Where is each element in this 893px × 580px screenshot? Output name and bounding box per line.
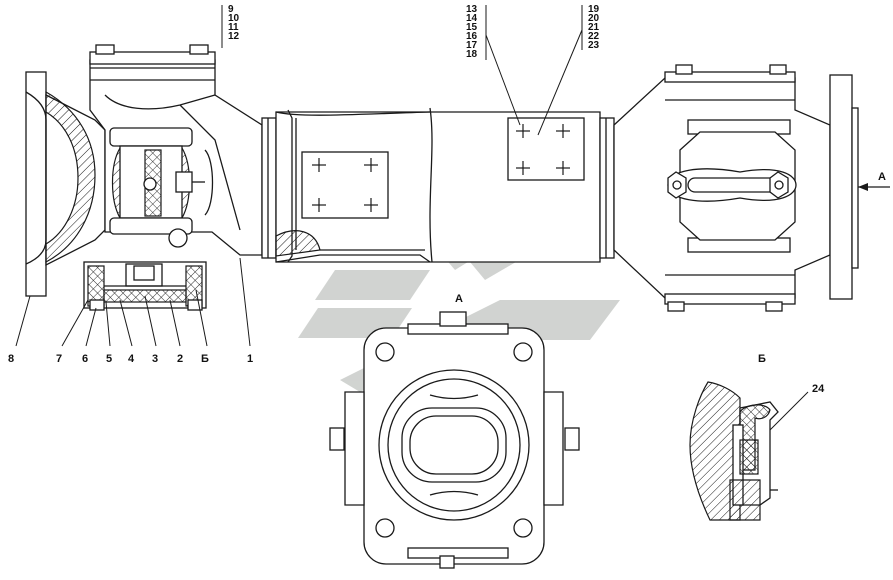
callout-18: 18 <box>466 49 478 60</box>
callout-4: 4 <box>128 353 135 365</box>
callout-16: 16 <box>466 31 478 42</box>
callout-13: 13 <box>466 4 478 15</box>
left-flange <box>25 71 106 297</box>
left-bearing-cap <box>83 261 207 311</box>
callout-9: 9 <box>228 4 234 15</box>
callout-23: 23 <box>588 40 600 51</box>
detail-b-title: Б <box>758 353 766 365</box>
callout-3: 3 <box>152 353 158 365</box>
callout-labels: 9 10 11 12 13 14 15 16 17 18 19 20 21 22… <box>228 4 600 60</box>
callout-7: 7 <box>56 353 62 365</box>
view-a-arrow-label: А <box>878 171 886 183</box>
view-a-title: А <box>455 293 463 305</box>
callout-6: 6 <box>82 353 88 365</box>
callout-24: 24 <box>812 383 825 395</box>
callout-15: 15 <box>466 22 478 33</box>
right-yoke <box>613 64 831 312</box>
callout-19: 19 <box>588 4 600 15</box>
detail-b <box>689 381 779 521</box>
left-cross-assembly <box>109 127 214 248</box>
callout-22: 22 <box>588 31 600 42</box>
callout-1: 1 <box>247 353 253 365</box>
leader-lines <box>15 5 809 431</box>
callout-12: 12 <box>228 31 240 42</box>
right-flange <box>829 74 859 300</box>
view-a-section <box>329 311 580 569</box>
bottom-callout-row: 8 7 6 5 4 3 2 Б 1 <box>8 353 253 365</box>
view-a-arrow <box>858 183 890 191</box>
callout-14: 14 <box>466 13 478 24</box>
callout-10: 10 <box>228 13 240 24</box>
callout-21: 21 <box>588 22 600 33</box>
callout-11: 11 <box>228 22 239 33</box>
central-tube <box>261 107 615 263</box>
callout-17: 17 <box>466 40 478 51</box>
callout-20: 20 <box>588 13 600 24</box>
callout-5: 5 <box>106 353 112 365</box>
callout-2: 2 <box>177 353 183 365</box>
callout-8: 8 <box>8 353 14 365</box>
callout-b: Б <box>201 353 209 365</box>
